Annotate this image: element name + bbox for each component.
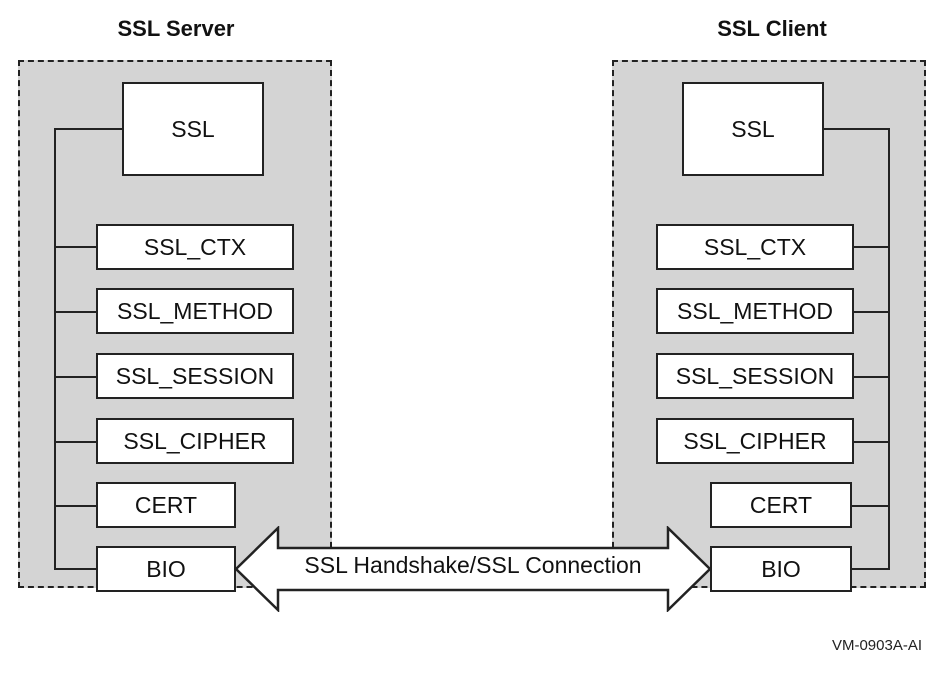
server-ssl-ctx-box: SSL_CTX [96, 224, 294, 270]
server-cert-box: CERT [96, 482, 236, 528]
client-ssl-box: SSL [682, 82, 824, 176]
server-connector-session [54, 376, 98, 378]
client-connector-ctx [850, 246, 890, 248]
client-cert-box: CERT [710, 482, 852, 528]
server-connector-ctx [54, 246, 98, 248]
client-connector-cert [850, 505, 890, 507]
server-connector-ssl [54, 128, 124, 130]
client-ssl-cipher-box: SSL_CIPHER [656, 418, 854, 464]
figure-id: VM-0903A-AI [831, 637, 922, 654]
server-ssl-session-box: SSL_SESSION [96, 353, 294, 399]
client-ssl-method-box: SSL_METHOD [656, 288, 854, 334]
client-connector-session [850, 376, 890, 378]
server-connector-cipher [54, 441, 98, 443]
connection-label: SSL Handshake/SSL Connection [304, 552, 642, 578]
client-connector-ssl [820, 128, 890, 130]
server-ssl-box: SSL [122, 82, 264, 176]
server-title: SSL Server [117, 16, 235, 41]
client-connector-bio [850, 568, 890, 570]
server-connector-cert [54, 505, 98, 507]
server-ssl-cipher-box: SSL_CIPHER [96, 418, 294, 464]
client-ssl-session-box: SSL_SESSION [656, 353, 854, 399]
server-connector-method [54, 311, 98, 313]
client-ssl-ctx-box: SSL_CTX [656, 224, 854, 270]
client-bio-box: BIO [710, 546, 852, 592]
client-connector-cipher [850, 441, 890, 443]
server-connector-bio [54, 568, 98, 570]
server-bracket-line [54, 128, 56, 568]
double-arrow-icon [234, 526, 712, 612]
server-ssl-method-box: SSL_METHOD [96, 288, 294, 334]
server-bio-box: BIO [96, 546, 236, 592]
client-title: SSL Client [717, 16, 827, 41]
client-bracket-line [888, 128, 890, 568]
client-connector-method [850, 311, 890, 313]
